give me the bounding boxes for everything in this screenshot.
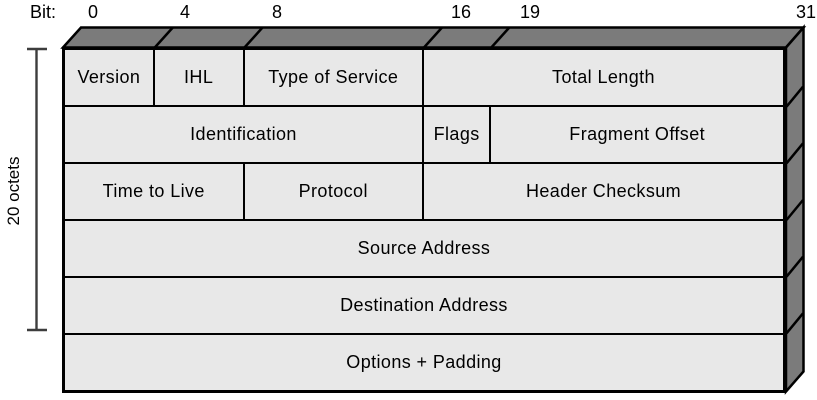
- bit-tick: 0: [87, 2, 99, 22]
- field-label: Total Length: [552, 67, 655, 87]
- field-cell-flags: Flags: [424, 107, 492, 162]
- field-row: Identification Flags Fragment Offset: [65, 107, 783, 164]
- field-label: Type of Service: [268, 67, 399, 87]
- field-label: Source Address: [357, 238, 491, 258]
- field-label: Time to Live: [102, 181, 205, 201]
- field-label: Header Checksum: [525, 181, 682, 201]
- bit-tick: 8: [271, 2, 283, 22]
- field-cell-protocol: Protocol: [244, 164, 424, 219]
- bit-ruler-label: Bit:: [30, 2, 57, 22]
- field-row: Destination Address: [65, 278, 783, 335]
- field-cell-time-to-live: Time to Live: [65, 164, 245, 219]
- field-cell-total-length: Total Length: [424, 50, 783, 105]
- field-cell-options-padding: Options + Padding: [65, 335, 783, 390]
- field-label: Destination Address: [340, 295, 508, 315]
- field-cell-ihl: IHL: [154, 50, 245, 105]
- right-face-diagonals: [785, 85, 804, 335]
- field-label: Protocol: [298, 181, 368, 201]
- bit-tick: 31: [795, 2, 817, 22]
- field-row: Options + Padding: [65, 335, 783, 390]
- field-cell-identification: Identification: [65, 107, 424, 162]
- bit-tick: 19: [519, 2, 541, 22]
- field-label: Flags: [433, 124, 480, 144]
- field-label: Options + Padding: [346, 352, 502, 372]
- field-row: Source Address: [65, 221, 783, 278]
- octets-bracket: [27, 47, 47, 332]
- top-face-diagonals: [153, 26, 511, 49]
- field-cell-type-of-service: Type of Service: [244, 50, 424, 105]
- field-row: Time to Live Protocol Header Checksum: [65, 164, 783, 221]
- bit-tick: 16: [450, 2, 472, 22]
- field-label: Version: [77, 67, 141, 87]
- bit-tick: 4: [179, 2, 191, 22]
- octets-label: 20 octets: [4, 156, 23, 226]
- field-cell-fragment-offset: Fragment Offset: [491, 107, 783, 162]
- field-cell-header-checksum: Header Checksum: [424, 164, 783, 219]
- field-cell-source-address: Source Address: [65, 221, 783, 276]
- field-cell-destination-address: Destination Address: [65, 278, 783, 333]
- field-row: Version IHL Type of Service Total Length: [65, 50, 783, 107]
- field-label: Fragment Offset: [569, 124, 706, 144]
- field-label: IHL: [184, 67, 214, 87]
- field-cell-version: Version: [65, 50, 155, 105]
- field-label: Identification: [190, 124, 297, 144]
